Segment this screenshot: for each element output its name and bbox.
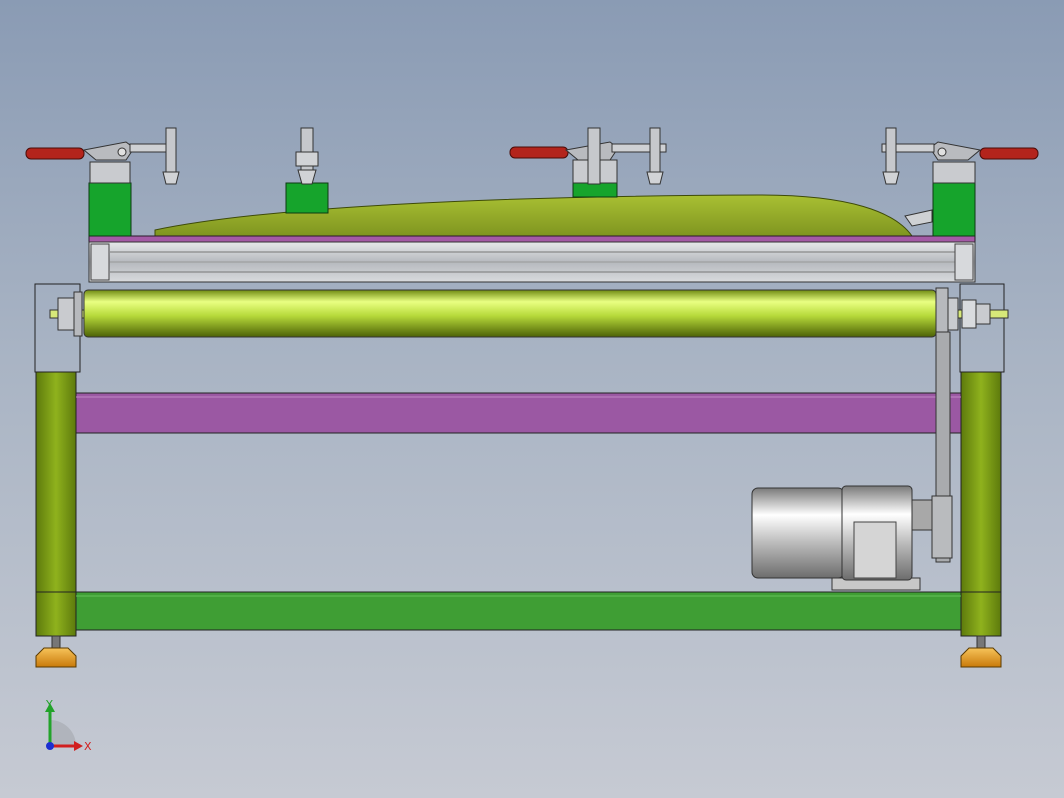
toggle-clamp-center[interactable]	[509, 127, 667, 185]
clamp-block-center[interactable]	[572, 182, 618, 198]
top-purple-plate[interactable]	[88, 235, 976, 243]
left-leveling-foot[interactable]	[35, 635, 77, 668]
z-axis-dot	[46, 742, 54, 750]
clamp-block-right[interactable]	[932, 182, 976, 237]
clamp-block-left[interactable]	[88, 182, 132, 237]
green-base-beam[interactable]	[75, 591, 962, 631]
clamp-spindle-center-left[interactable]	[295, 127, 319, 185]
right-leg[interactable]	[960, 371, 1002, 637]
workpiece-end-stop	[904, 209, 933, 227]
right-bearing[interactable]	[935, 287, 991, 339]
clamp-block-center-left[interactable]	[285, 182, 329, 214]
triad-arc-shading	[50, 720, 76, 746]
purple-cross-beam[interactable]	[75, 392, 962, 434]
y-arrowhead	[45, 703, 55, 712]
toggle-clamp-left[interactable]	[25, 127, 180, 185]
triad-x-label: X	[84, 740, 92, 753]
airfoil-workpiece[interactable]	[154, 194, 913, 237]
triad-y-label: Y	[45, 698, 53, 711]
right-upper-bracket[interactable]	[959, 283, 1005, 373]
left-leg[interactable]	[35, 371, 77, 637]
x-arrowhead	[74, 741, 83, 751]
left-upper-bracket[interactable]	[34, 283, 81, 373]
drive-motor[interactable]	[751, 485, 933, 591]
left-bearing[interactable]	[57, 291, 83, 337]
aluminum-extrusion[interactable]	[88, 241, 976, 283]
drive-belt[interactable]	[931, 331, 953, 563]
coordinate-triad: Y X	[45, 698, 92, 753]
right-leveling-foot[interactable]	[960, 635, 1002, 668]
main-roller[interactable]	[83, 289, 937, 338]
toggle-clamp-right[interactable]	[881, 127, 1039, 185]
